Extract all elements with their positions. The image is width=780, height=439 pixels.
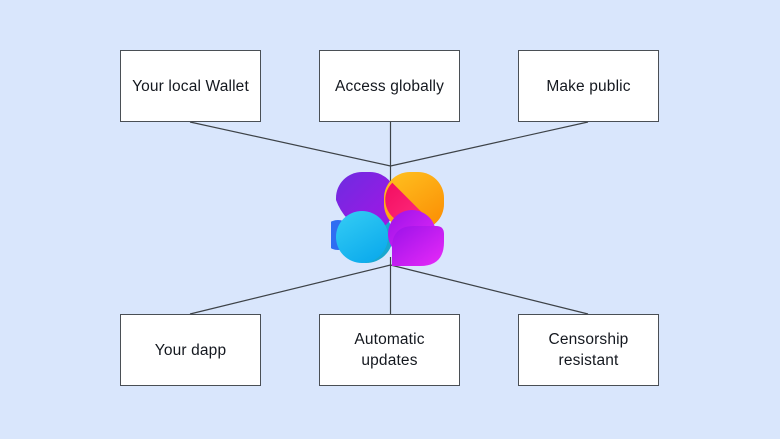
- node-label: Your dapp: [154, 341, 227, 359]
- fleek-logo-svg: [331, 172, 444, 266]
- node-label: Censorship resistant: [548, 331, 629, 369]
- node-your-local-wallet: Your local Wallet: [120, 50, 261, 122]
- node-label: Access globally: [334, 77, 445, 95]
- connector-bottom-right: [390, 264, 589, 315]
- node-make-public: Make public: [518, 50, 659, 122]
- node-label: Automatic updates: [354, 331, 425, 369]
- logo-magenta-shape: [392, 226, 444, 266]
- logo-cyan-circle: [336, 211, 388, 263]
- connector-top-left: [189, 121, 391, 167]
- connector-bottom-left: [189, 264, 391, 315]
- node-your-dapp: Your dapp: [120, 314, 261, 386]
- connector-top-right: [390, 121, 589, 167]
- node-automatic-updates: Automatic updates: [319, 314, 460, 386]
- node-access-globally: Access globally: [319, 50, 460, 122]
- node-censorship-resistant: Censorship resistant: [518, 314, 659, 386]
- node-label: Make public: [546, 77, 631, 95]
- node-label: Your local Wallet: [132, 77, 249, 95]
- fleek-logo: [331, 172, 444, 266]
